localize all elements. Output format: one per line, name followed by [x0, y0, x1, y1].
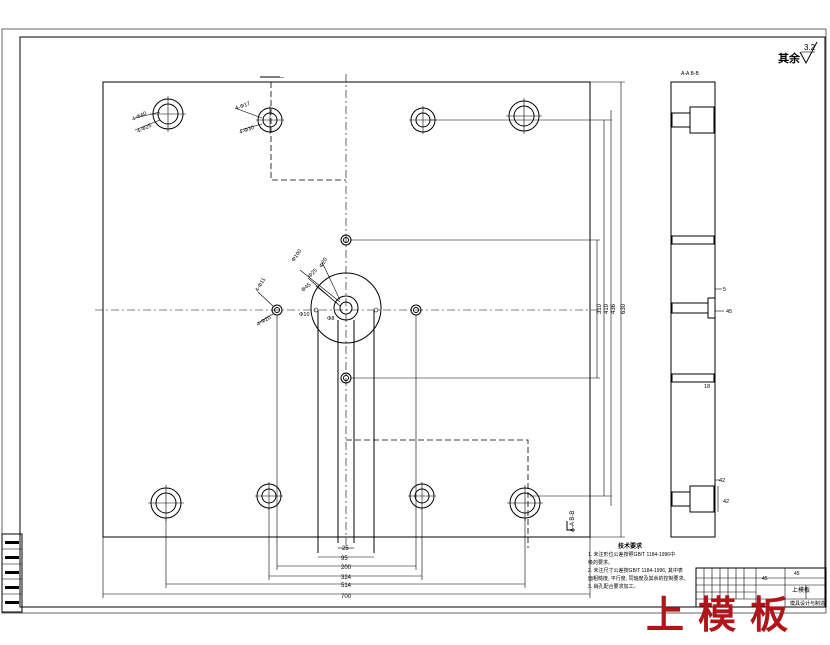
- technical-requirements: 技术要求 1. 未注形位公差按照GB/T 1184-1996中 级的要求。 2.…: [588, 542, 689, 590]
- svg-text:4-Φ20: 4-Φ20: [256, 315, 272, 328]
- guide-hole-top-right: [506, 98, 542, 134]
- central-boss: [310, 272, 382, 344]
- horizontal-dimensions: 25 95 200 324 514 700: [102, 315, 591, 600]
- svg-text:5: 5: [723, 287, 726, 293]
- svg-text:面粗糙度, 平行度, 同轴度及其余的控制要求。: 面粗糙度, 平行度, 同轴度及其余的控制要求。: [588, 575, 689, 582]
- svg-text:—·—: —·—: [270, 75, 284, 81]
- svg-text:3. 销孔配合要求加工。: 3. 销孔配合要求加工。: [588, 583, 639, 590]
- svg-text:45: 45: [726, 309, 732, 315]
- bolt-hole-1: [256, 106, 284, 134]
- bolt-hole-3: [255, 482, 283, 510]
- left-stamp-block: [1, 533, 23, 613]
- bolt-hole-4: [408, 482, 436, 510]
- svg-text:2. 未注尺寸公差按GB/T 1184-1996, 其中表: 2. 未注尺寸公差按GB/T 1184-1996, 其中表: [588, 567, 683, 574]
- svg-text:A-A B-B: A-A B-B: [681, 71, 699, 77]
- sheet-outer-border: [1, 28, 827, 614]
- svg-text:Φ8: Φ8: [327, 316, 334, 322]
- guide-hole-top-left: [150, 96, 186, 132]
- svg-text:Φ45: Φ45: [300, 282, 312, 293]
- vertical-dimensions: 310 410 436 630: [350, 81, 627, 538]
- svg-text:3.2: 3.2: [804, 43, 816, 52]
- surface-roughness-note: 其余 3.2: [778, 41, 818, 65]
- svg-text:200: 200: [341, 565, 352, 571]
- svg-text:上模板: 上模板: [792, 586, 810, 594]
- svg-text:42: 42: [719, 478, 725, 484]
- svg-text:Φ100: Φ100: [291, 249, 304, 264]
- svg-text:4-Φ25: 4-Φ25: [136, 123, 152, 135]
- sheet-inner-border: [19, 36, 826, 608]
- svg-text:630: 630: [621, 303, 627, 314]
- svg-text:其余: 其余: [778, 51, 801, 65]
- svg-text:514: 514: [341, 583, 352, 589]
- svg-text:A-A B-B: A-A B-B: [570, 511, 576, 532]
- svg-text:700: 700: [341, 594, 352, 600]
- svg-text:Φ25: Φ25: [307, 268, 319, 280]
- svg-text:436: 436: [611, 303, 617, 314]
- guide-hole-bottom-right: [507, 485, 543, 521]
- plate-title: 上模板: [646, 595, 802, 637]
- svg-text:310: 310: [597, 303, 603, 314]
- svg-text:1. 未注形位公差按照GB/T 1184-1996中: 1. 未注形位公差按照GB/T 1184-1996中: [588, 551, 675, 558]
- svg-text:4-Φ17: 4-Φ17: [235, 101, 252, 112]
- svg-text:324: 324: [341, 575, 352, 581]
- svg-text:级的要求。: 级的要求。: [588, 559, 613, 566]
- svg-text:4-Φ11: 4-Φ11: [255, 277, 268, 293]
- svg-text:Φ10: Φ10: [299, 312, 310, 318]
- svg-text:Φ20: Φ20: [319, 257, 329, 269]
- svg-text:4-Φ30: 4-Φ30: [239, 125, 256, 136]
- svg-text:4-Φ40: 4-Φ40: [131, 111, 147, 123]
- svg-text:45: 45: [794, 571, 800, 577]
- plate-outline: [102, 81, 591, 538]
- svg-text:42: 42: [723, 499, 729, 505]
- side-section-view: A-A B-B 5 45 18 42 42: [670, 71, 732, 538]
- svg-text:410: 410: [604, 303, 610, 314]
- svg-text:95: 95: [341, 556, 348, 562]
- title-block: 45 45 上模板 模具设计与制造: [695, 567, 827, 608]
- svg-text:25: 25: [342, 546, 349, 552]
- hole-callout-leaders: [134, 107, 341, 324]
- plate-plan-view: —·—: [95, 74, 627, 600]
- svg-text:45: 45: [762, 576, 768, 582]
- svg-text:模具设计与制造: 模具设计与制造: [790, 600, 825, 607]
- svg-text:技术要求: 技术要求: [618, 542, 643, 550]
- svg-text:18: 18: [704, 384, 710, 390]
- guide-hole-bottom-left: [148, 485, 184, 521]
